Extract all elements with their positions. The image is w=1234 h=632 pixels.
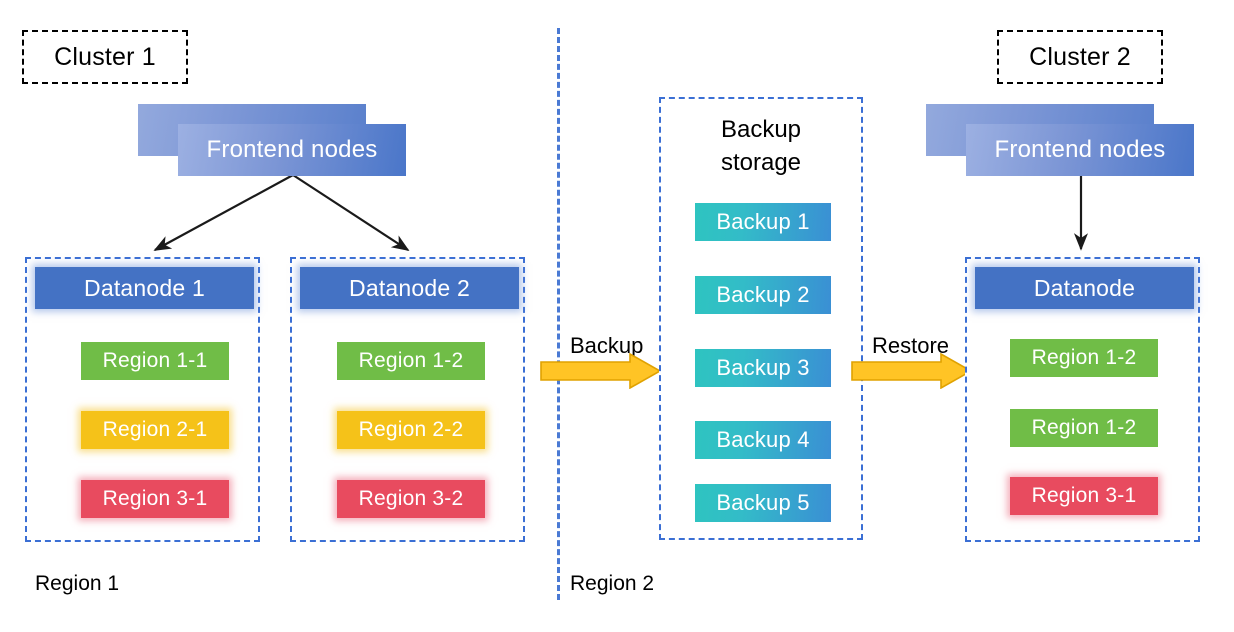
region-chip[interactable]: Region 2-2 <box>337 411 485 449</box>
region-chip[interactable]: Region 3-2 <box>337 480 485 518</box>
region-label: Region 2-2 <box>358 418 464 441</box>
connector-frontend-to-datanode-1 <box>153 174 294 251</box>
region-label: Region 1-2 <box>1031 416 1137 439</box>
frontend-nodes-label-1: Frontend nodes <box>206 136 378 163</box>
frontend-nodes-cluster-2[interactable]: Frontend nodes <box>926 104 1194 176</box>
frontend-nodes-stack-front: Frontend nodes <box>966 124 1194 176</box>
frontend-nodes-stack-front: Frontend nodes <box>178 124 406 176</box>
backup-storage-title-line-2: storage <box>720 149 802 176</box>
region-label: Region 3-1 <box>102 487 208 510</box>
region-caption-1: Region 1 <box>35 572 119 596</box>
backup-item-label: Backup 3 <box>716 355 810 380</box>
datanode-2-header[interactable]: Datanode 2 <box>300 267 519 309</box>
backup-item[interactable]: Backup 5 <box>695 484 831 522</box>
region-chip[interactable]: Region 2-1 <box>81 411 229 449</box>
backup-item[interactable]: Backup 2 <box>695 276 831 314</box>
datanode-2-header-label: Datanode 2 <box>349 274 470 301</box>
datanode-1-header-label: Datanode 1 <box>84 274 205 301</box>
region-caption-2-text: Region 2 <box>570 572 655 595</box>
backup-item-label: Backup 5 <box>716 490 810 515</box>
backup-item[interactable]: Backup 4 <box>695 421 831 459</box>
region-label: Region 3-1 <box>1031 484 1137 507</box>
datanode-2-container[interactable]: Datanode 2 Region 1-2 Region 2-2 Region … <box>290 257 525 542</box>
datanode-1-header[interactable]: Datanode 1 <box>35 267 254 309</box>
region-label: Region 2-1 <box>102 418 208 441</box>
backup-storage-title: Backup storage <box>661 113 861 179</box>
region-label: Region 1-2 <box>1031 346 1137 369</box>
region-caption-1-text: Region 1 <box>35 572 120 595</box>
backup-flow-arrow-icon <box>540 353 662 389</box>
region-chip[interactable]: Region 1-2 <box>1010 339 1158 377</box>
restore-flow-label: Restore <box>872 333 949 359</box>
region-label: Region 1-1 <box>102 349 208 372</box>
cluster-tag-2-label: Cluster 2 <box>1029 42 1131 71</box>
region-chip[interactable]: Region 3-1 <box>1010 477 1158 515</box>
region-chip[interactable]: Region 1-2 <box>337 342 485 380</box>
region-label: Region 3-2 <box>358 487 464 510</box>
region-chip[interactable]: Region 3-1 <box>81 480 229 518</box>
region-caption-2: Region 2 <box>570 572 654 596</box>
backup-storage-title-line-1: Backup <box>720 116 802 143</box>
cluster-tag-1-label: Cluster 1 <box>54 42 156 71</box>
backup-item-label: Backup 1 <box>716 209 810 234</box>
connector-frontend-to-datanode-2 <box>292 174 410 251</box>
restore-flow-label-text: Restore <box>872 333 950 358</box>
datanode-3-header-label: Datanode <box>1033 274 1136 301</box>
frontend-nodes-label-2: Frontend nodes <box>994 136 1166 163</box>
backup-item-label: Backup 4 <box>716 427 810 452</box>
datanode-3-header[interactable]: Datanode <box>975 267 1194 309</box>
region-label: Region 1-2 <box>358 349 464 372</box>
cluster-tag-2: Cluster 2 <box>997 30 1163 84</box>
restore-flow-arrow-icon <box>851 353 973 389</box>
backup-item-label: Backup 2 <box>716 282 810 307</box>
datanode-3-container[interactable]: Datanode Region 1-2 Region 1-2 Region 3-… <box>965 257 1200 542</box>
backup-storage-container[interactable]: Backup storage Backup 1 Backup 2 Backup … <box>659 97 863 540</box>
backup-item[interactable]: Backup 1 <box>695 203 831 241</box>
frontend-nodes-cluster-1[interactable]: Frontend nodes <box>138 104 406 176</box>
region-chip[interactable]: Region 1-1 <box>81 342 229 380</box>
datanode-1-container[interactable]: Datanode 1 Region 1-1 Region 2-1 Region … <box>25 257 260 542</box>
backup-item[interactable]: Backup 3 <box>695 349 831 387</box>
region-divider <box>557 28 560 600</box>
cluster-tag-1: Cluster 1 <box>22 30 188 84</box>
region-chip[interactable]: Region 1-2 <box>1010 409 1158 447</box>
